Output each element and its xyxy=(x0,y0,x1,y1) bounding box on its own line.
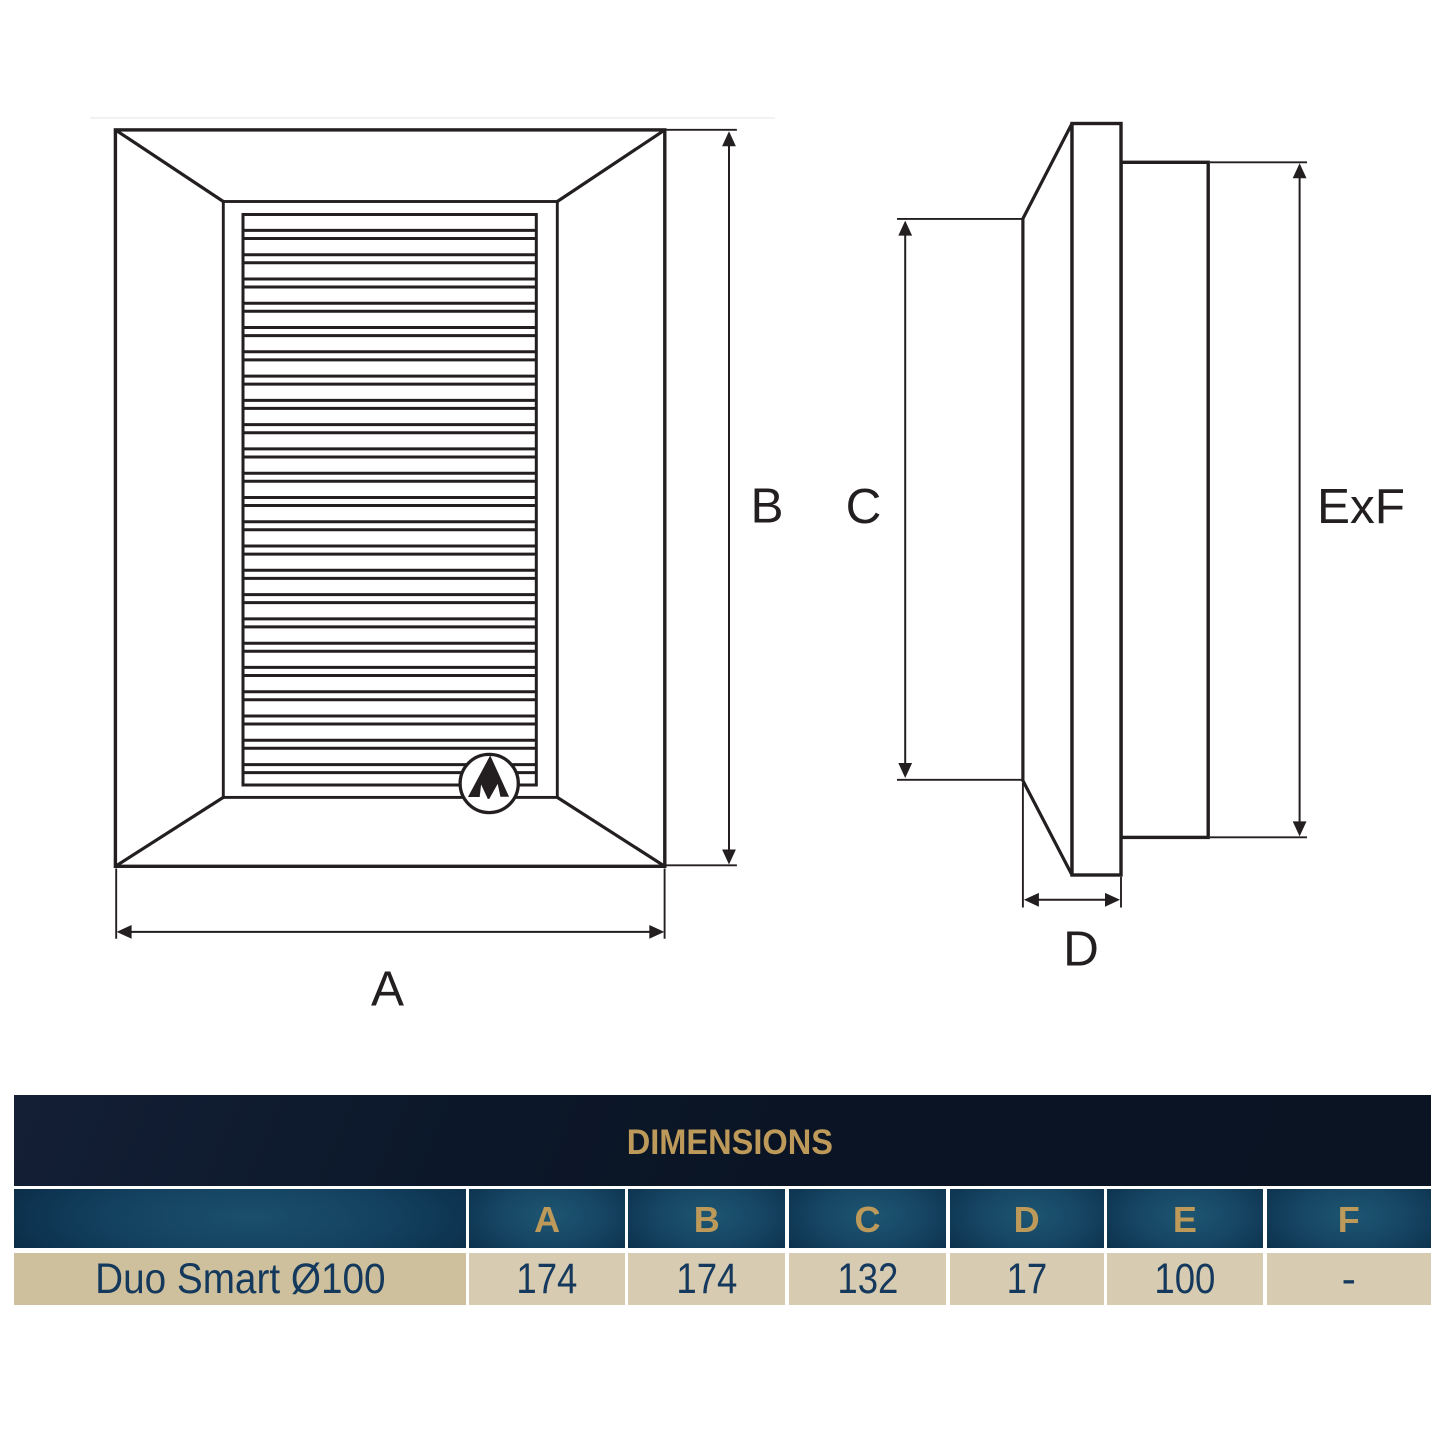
svg-text:D: D xyxy=(1063,922,1099,977)
svg-text:ExF: ExF xyxy=(1317,479,1405,534)
svg-text:A: A xyxy=(371,962,404,1017)
svg-text:B: B xyxy=(750,479,783,534)
svg-text:C: C xyxy=(846,479,882,534)
